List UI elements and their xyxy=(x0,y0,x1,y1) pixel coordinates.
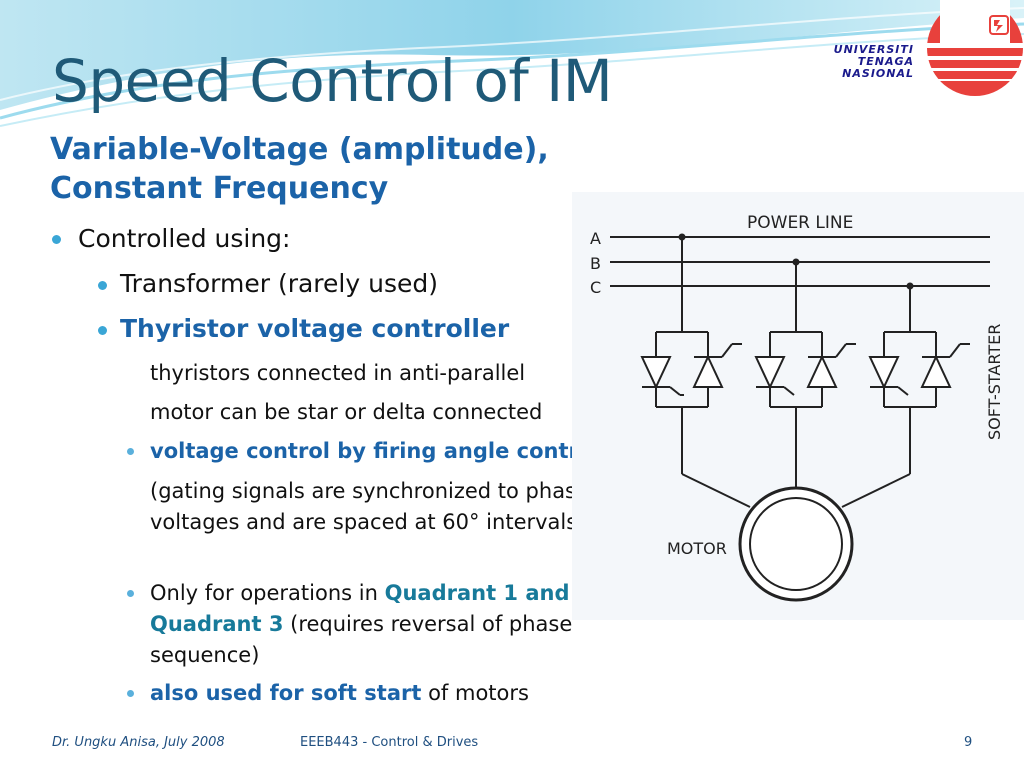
bullet-dot-icon xyxy=(98,281,107,290)
logo-text-line-3: NASIONAL xyxy=(842,67,914,80)
bullet-star-delta: motor can be star or delta connected xyxy=(150,400,543,424)
thyristor-pair-1 xyxy=(640,331,742,408)
motor-symbol xyxy=(738,486,854,602)
bullet-anti-parallel: thyristors connected in anti-parallel xyxy=(150,361,526,385)
slide-title: Speed Control of IM xyxy=(52,47,613,115)
bullet-soft-start: also used for soft start of motors xyxy=(150,678,529,709)
header-wave-decoration xyxy=(0,0,1024,127)
bullet-dot-icon xyxy=(98,326,107,335)
diagram-label-phase-b: B xyxy=(590,254,601,273)
bullet-dot-icon xyxy=(127,448,134,455)
footer-page-number: 9 xyxy=(964,735,973,750)
logo-text-line-2: TENAGA xyxy=(857,55,914,68)
footer-author: Dr. Ungku Anisa, July 2008 xyxy=(52,735,225,750)
diagram-label-phase-a: A xyxy=(590,229,601,248)
logo-text-line-1: UNIVERSITI xyxy=(833,43,914,56)
diagram-label-motor: MOTOR xyxy=(667,539,727,558)
subtitle-line-2: Constant Frequency xyxy=(50,171,389,206)
bullet-thyristor-controller: Thyristor voltage controller xyxy=(120,314,510,343)
subtitle-line-1: Variable-Voltage (amplitude), xyxy=(50,132,549,167)
university-logo: UNIVERSITI TENAGA NASIONAL xyxy=(810,0,1024,105)
soft-starter-circuit-diagram: POWER LINE A B C MOTOR SOFT-STARTER xyxy=(572,192,1024,620)
logo-emblem-icon xyxy=(920,0,1024,96)
thyristor-pair-2 xyxy=(754,331,856,408)
bullet-controlled-using: Controlled using: xyxy=(78,224,291,253)
bullet-transformer: Transformer (rarely used) xyxy=(120,269,438,298)
bullet-dot-icon xyxy=(127,690,134,697)
bullet-dot-icon xyxy=(52,235,61,244)
bullet-firing-angle: voltage control by firing angle control xyxy=(150,439,601,463)
soft-start-suffix: of motors xyxy=(421,681,529,705)
logo-text: UNIVERSITI TENAGA NASIONAL xyxy=(834,44,914,80)
diagram-label-phase-c: C xyxy=(590,278,601,297)
bullet-gating-signals: (gating signals are synchronized to phas… xyxy=(150,479,589,534)
diagram-label-power-line: POWER LINE xyxy=(747,213,853,233)
footer-course: EEEB443 - Control & Drives xyxy=(300,735,479,750)
diagram-label-soft-starter: SOFT-STARTER xyxy=(985,324,1004,440)
quadrant-highlight: Quadrant 1 and Quadrant 3 xyxy=(150,581,570,636)
bullet-dot-icon xyxy=(127,590,134,597)
soft-start-highlight: also used for soft start xyxy=(150,681,422,705)
quadrant-suffix: (requires reversal of phase sequence) xyxy=(150,612,573,667)
slide-subtitle: Variable-Voltage (amplitude), Constant F… xyxy=(50,130,549,208)
quadrant-prefix: Only for operations in xyxy=(150,581,385,605)
bullet-quadrant: Only for operations in Quadrant 1 and Qu… xyxy=(150,578,610,671)
thyristor-pair-3 xyxy=(868,331,970,408)
